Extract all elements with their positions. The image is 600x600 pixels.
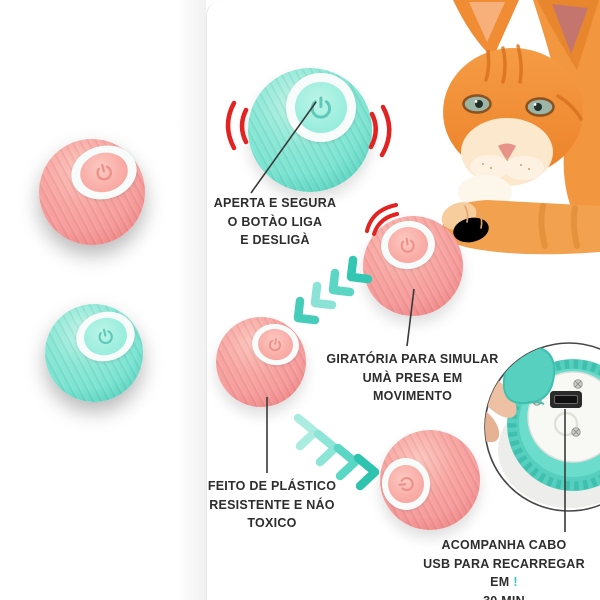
power-icon (98, 328, 113, 344)
power-icon (401, 237, 416, 253)
power-icon (398, 476, 414, 491)
middle-pink-ball (216, 317, 306, 407)
callout-line: RESISTENTE E NÁO (209, 497, 335, 512)
power-icon (269, 338, 282, 352)
callout-rotation: GIRATÓRIA PARA SIMULAR UMÀ PRESA EM MOVI… (320, 350, 505, 406)
cat-paw (442, 200, 600, 255)
callout-line: TOXICO (247, 516, 297, 530)
main-teal-ball (248, 68, 372, 192)
callout-line: O BOTÀO LIGA (227, 214, 323, 229)
callout-line: E DESLIGÀ (240, 233, 310, 247)
power-button (377, 217, 439, 273)
callout-charging: ACOMPANHA CABO USB PARA RECARREGAR EM! 3… (408, 536, 600, 600)
callout-line-text: USB PARA RECARREGAR EM (423, 556, 585, 590)
power-button (248, 320, 303, 370)
panel-divider-shadow (176, 0, 206, 600)
chevron-path-lower (293, 413, 380, 491)
power-button (71, 305, 141, 368)
power-icon (96, 164, 112, 182)
callout-line: UMÀ PRESA EM (362, 370, 463, 385)
callout-line: APERTA E SEGURA (213, 196, 337, 210)
power-button (286, 72, 356, 143)
left-teal-ball (45, 304, 143, 402)
leader-power (250, 101, 317, 194)
leader-rotation (406, 288, 415, 347)
callout-material: FEITO DE PLÁSTICO RESISTENTE E NÁO TOXIC… (192, 477, 352, 533)
callout-power-button: APERTA E SEGURA O BOTÀO LIGA E DESLIGÀ (195, 194, 355, 250)
usb-port-closeup (484, 342, 600, 512)
bottom-pink-ball (379, 430, 480, 530)
chevron-path-upper (293, 255, 373, 325)
vibration-marks-right (368, 104, 392, 158)
ball-ridges (507, 359, 600, 491)
power-button (379, 455, 433, 513)
callout-lines (250, 101, 566, 532)
cat-eyes (462, 94, 555, 117)
power-button (65, 139, 142, 207)
left-pink-ball (39, 139, 145, 245)
vibration-marks-left (225, 100, 249, 151)
callout-line: FEITO DE PLÁSTICO (207, 479, 337, 493)
exclamation-accent: ! (513, 575, 518, 589)
callout-line: USB PARA RECARREGAR EM! (408, 555, 600, 592)
motion-swoosh (365, 203, 399, 236)
callout-line: MOVIMENTO (372, 389, 453, 403)
callout-line: ACOMPANHA CABO (441, 538, 567, 552)
callout-line: 30 MIN (408, 592, 600, 600)
callout-line: GIRATÓRIA PARA SIMULAR (326, 352, 499, 366)
reset-indent (553, 411, 579, 437)
kitten-photo (441, 0, 600, 255)
